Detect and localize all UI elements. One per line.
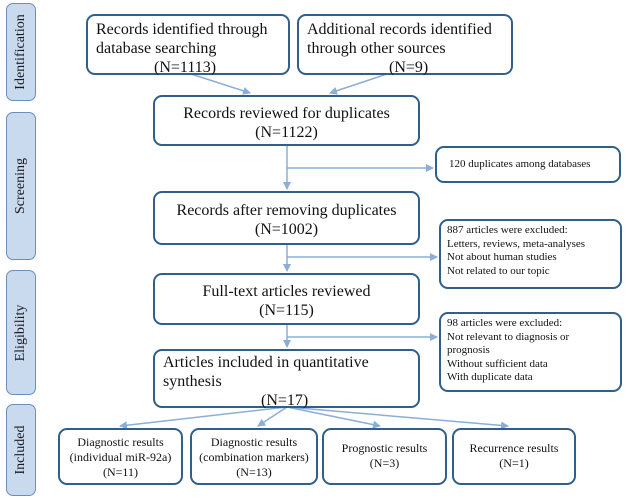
outcome-box-4: Recurrence results (N=1) [452,428,576,485]
included-quantitative-count: (N=17) [261,392,309,409]
outcome-1-line1: Diagnostic results [77,435,164,449]
arrow-to-outcome-1 [119,406,288,430]
excluded-98-reason-1: Not relevant to diagnosis or [447,330,570,343]
excluded-887-reason-3: Not related to our topic [447,264,550,277]
arrow-to-outcome-4 [286,406,509,430]
outcome-1-line2: (individual miR-92a) [69,450,172,464]
excluded-98-reason-4: With duplicate data [447,371,533,383]
excluded-98-title: 98 articles were excluded: [447,317,563,329]
records-other-count: (N=9) [389,59,429,76]
included-quantitative-line1: Articles included in quantitative [163,354,369,371]
records-other-box: Additional records identified through ot… [297,14,513,76]
excluded-98-reason-3: Without sufficient data [447,357,548,370]
records-database-line2: database searching [96,40,217,57]
records-database-box: Records identified through database sear… [86,14,290,76]
duplicates-note-box: 120 duplicates among databases [435,146,621,183]
excluded-887-reason-1: Letters, reviews, meta-analyses [447,237,586,250]
stage-identification-label: Identification [13,14,28,90]
reviewed-duplicates-count: (N=1122) [255,124,318,141]
stage-screening-label: Screening [13,158,28,214]
reviewed-duplicates-box: Records reviewed for duplicates (N=1122) [153,95,420,146]
outcome-box-3: Prognostic results (N=3) [322,428,447,485]
full-text-line1: Full-text articles reviewed [202,283,371,300]
outcome-3-line1: Prognostic results [341,441,428,455]
stage-included: Included [6,404,36,496]
reviewed-duplicates-line1: Records reviewed for duplicates [183,105,390,122]
stage-eligibility: Eligibility [6,270,36,395]
arrow-db-to-review [187,72,251,95]
excluded-887-box: 887 articles were excluded: Letters, rev… [439,219,622,289]
after-duplicates-count: (N=1002) [254,221,319,238]
outcome-2-line2: (combination markers) [199,450,309,464]
outcome-box-1: Diagnostic results (individual miR-92a) … [58,428,183,485]
stage-identification: Identification [6,3,36,101]
records-database-line1: Records identified through [96,21,268,38]
duplicates-note-text: 120 duplicates among databases [449,158,591,170]
records-other-line1: Additional records identified [307,21,492,38]
after-duplicates-line1: Records after removing duplicates [176,202,397,219]
outcome-3-count: (N=3) [369,456,400,470]
arrow-other-to-review [329,72,391,95]
arrow-to-outcome-3 [286,406,381,429]
outcome-2-line1: Diagnostic results [210,435,298,449]
excluded-98-reason-2: prognosis [447,344,490,356]
stage-eligibility-label: Eligibility [13,304,28,361]
records-database-count: (N=1113) [154,59,217,76]
outcome-1-count: (N=11) [103,465,138,479]
outcome-2-count: (N=13) [236,465,272,479]
outcome-box-2: Diagnostic results (combination markers)… [190,428,318,485]
stage-screening: Screening [6,112,36,260]
full-text-count: (N=115) [259,302,314,319]
after-duplicates-box: Records after removing duplicates (N=100… [153,191,420,245]
excluded-887-reason-2: Not about human studies [447,251,557,263]
full-text-box: Full-text articles reviewed (N=115) [153,273,420,325]
stage-included-label: Included [13,425,28,475]
outcome-4-count: (N=1) [499,456,529,470]
excluded-887-title: 887 articles were excluded: [447,224,568,236]
records-other-line2: through other sources [307,40,446,57]
outcome-4-line1: Recurrence results [469,441,559,455]
included-quantitative-box: Articles included in quantitative synthe… [153,349,420,409]
included-quantitative-line2: synthesis [163,373,222,390]
excluded-98-box: 98 articles were excluded: Not relevant … [439,312,622,392]
arrow-to-outcome-2 [257,406,288,427]
